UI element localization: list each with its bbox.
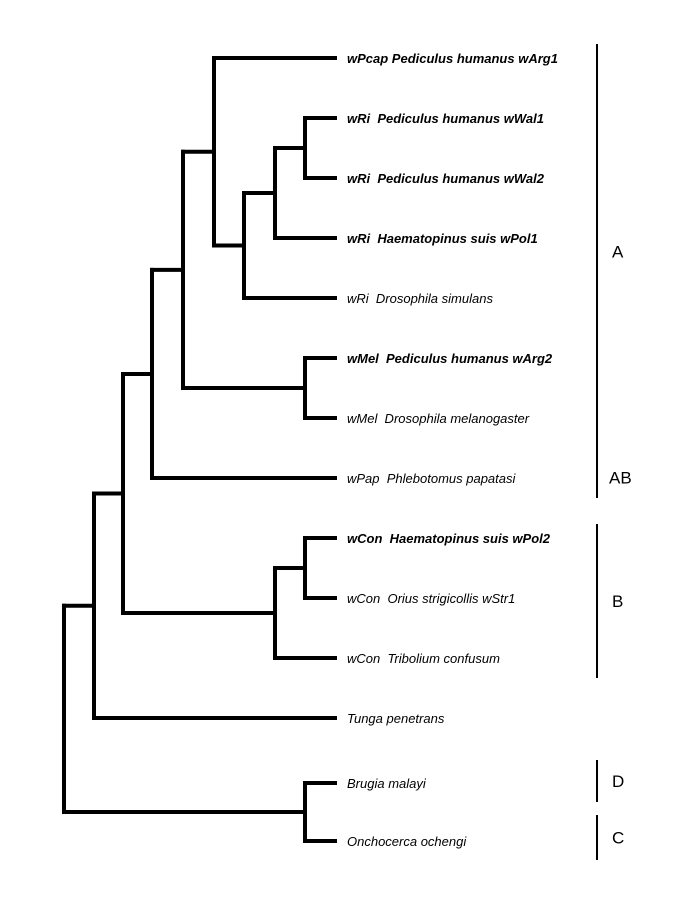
taxon-label: Tunga penetrans xyxy=(347,711,445,726)
clade-groups: A AB B D C xyxy=(596,44,632,860)
taxon-label: wRi Pediculus humanus wWal1 xyxy=(347,111,544,126)
taxon-label: wCon Haematopinus suis wPol2 xyxy=(347,531,551,546)
taxon-label: wRi Haematopinus suis wPol1 xyxy=(347,231,538,246)
taxon-label: wPap Phlebotomus papatasi xyxy=(347,471,516,486)
taxon-label: wMel Pediculus humanus wArg2 xyxy=(347,351,553,366)
taxon-label: wCon Orius strigicollis wStr1 xyxy=(347,591,515,606)
taxon-label: wCon Tribolium confusum xyxy=(347,651,500,666)
clade-label: B xyxy=(612,592,623,611)
taxon-labels: wPcap Pediculus humanus wArg1 wRi Pedicul… xyxy=(347,51,558,849)
taxon-label: wPcap Pediculus humanus wArg1 xyxy=(347,51,558,66)
taxon-label: wRi Pediculus humanus wWal2 xyxy=(347,171,545,186)
taxon-label: Onchocerca ochengi xyxy=(347,834,467,849)
clade-label: D xyxy=(612,772,624,791)
clade-label: C xyxy=(612,829,624,848)
clade-label: A xyxy=(612,243,624,262)
clade-label: AB xyxy=(609,469,632,488)
taxon-label: wRi Drosophila simulans xyxy=(347,291,493,306)
taxon-label: wMel Drosophila melanogaster xyxy=(347,411,530,426)
taxon-label: Brugia malayi xyxy=(347,776,427,791)
tree-branches xyxy=(62,56,337,843)
